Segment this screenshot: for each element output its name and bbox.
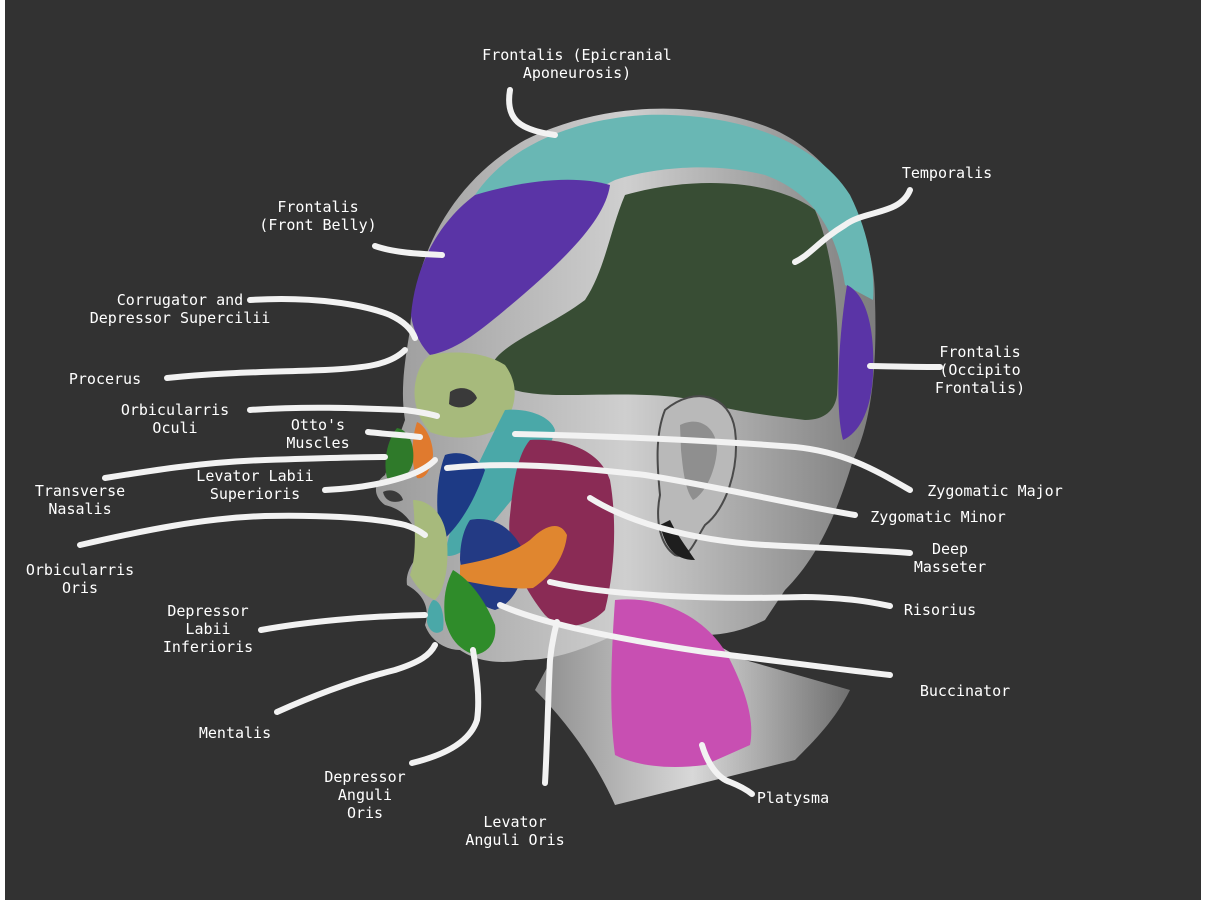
muscle-frontalis-front-belly [411, 179, 610, 355]
label-zygomatic-minor: Zygomatic Minor [870, 508, 1006, 526]
label-levator-labii: Levator Labii Superioris [196, 467, 314, 503]
leader-deep-masseter [587, 495, 913, 556]
leader-orbicularis-oculi [247, 404, 440, 419]
muscle-temporalis [490, 183, 838, 420]
muscle-depressor-labii [427, 600, 444, 633]
leader-temporalis [792, 187, 913, 265]
label-temporalis: Temporalis [901, 164, 993, 182]
label-frontalis-occipito: Frontalis (Occipito Frontalis) [934, 343, 1026, 397]
muscle-depressor-anguli [444, 570, 496, 655]
leader-depressor-labii [258, 612, 428, 633]
label-depressor-anguli: Depressor Anguli Oris [324, 768, 406, 822]
leader-depressor-anguli [409, 647, 482, 766]
label-zygomatic-major: Zygomatic Major [927, 482, 1063, 500]
leader-procerus [164, 347, 408, 381]
eye-shape [449, 388, 477, 408]
label-transverse-nasalis: Transverse Nasalis [34, 482, 126, 518]
head-muscle-illustration [77, 87, 943, 805]
muscle-zygomatic-minor [437, 453, 485, 540]
leader-transverse-nasalis [102, 454, 388, 481]
leader-platysma [699, 742, 755, 797]
muscle-risorius [460, 525, 567, 589]
label-buccinator: Buccinator [919, 682, 1011, 700]
label-platysma: Platysma [756, 789, 830, 807]
label-depressor-labii: Depressor Labii Inferioris [162, 602, 254, 656]
label-frontalis-front-belly: Frontalis (Front Belly) [259, 198, 377, 234]
leader-buccinator [497, 602, 893, 678]
diagram-canvas: Frontalis (Epicranial Aponeurosis) Tempo… [5, 0, 1201, 900]
label-procerus: Procerus [68, 370, 142, 388]
leader-frontalis-occipito [867, 363, 943, 370]
leader-corrugator [247, 296, 418, 341]
label-orbicularis-oris: Orbicularris Oris [25, 561, 135, 597]
leader-levator-anguli [542, 619, 560, 786]
muscle-orbicularis-oris [410, 500, 448, 600]
label-risorius: Risorius [903, 601, 977, 619]
muscle-frontalis-epicranial [475, 114, 874, 300]
leader-frontalis-epicranial [506, 87, 558, 138]
leader-levator-labii [322, 457, 438, 493]
muscle-frontalis-occipito [838, 285, 874, 440]
label-orbicularis-oculi: Orbicularris Oculi [120, 401, 230, 437]
nostril-shape [383, 490, 403, 502]
label-frontalis-epicranial: Frontalis (Epicranial Aponeurosis) [482, 46, 672, 82]
leader-ottos-muscles [365, 429, 423, 440]
leader-risorius [547, 579, 893, 609]
label-ottos-muscles: Otto's Muscles [286, 416, 350, 452]
leader-mentalis [274, 642, 438, 715]
leader-zygomatic-major [512, 431, 913, 493]
leader-frontalis-front-belly [372, 243, 445, 258]
label-mentalis: Mentalis [198, 724, 272, 742]
leader-orbicularis-oris [77, 512, 428, 548]
label-levator-anguli: Levator Anguli Oris [465, 813, 565, 849]
leader-lines [77, 87, 943, 797]
leader-zygomatic-minor [444, 462, 858, 518]
label-deep-masseter: Deep Masseter [913, 540, 987, 576]
label-corrugator: Corrugator and Depressor Supercilii [89, 291, 271, 327]
muscle-transverse-nasalis [385, 428, 414, 480]
